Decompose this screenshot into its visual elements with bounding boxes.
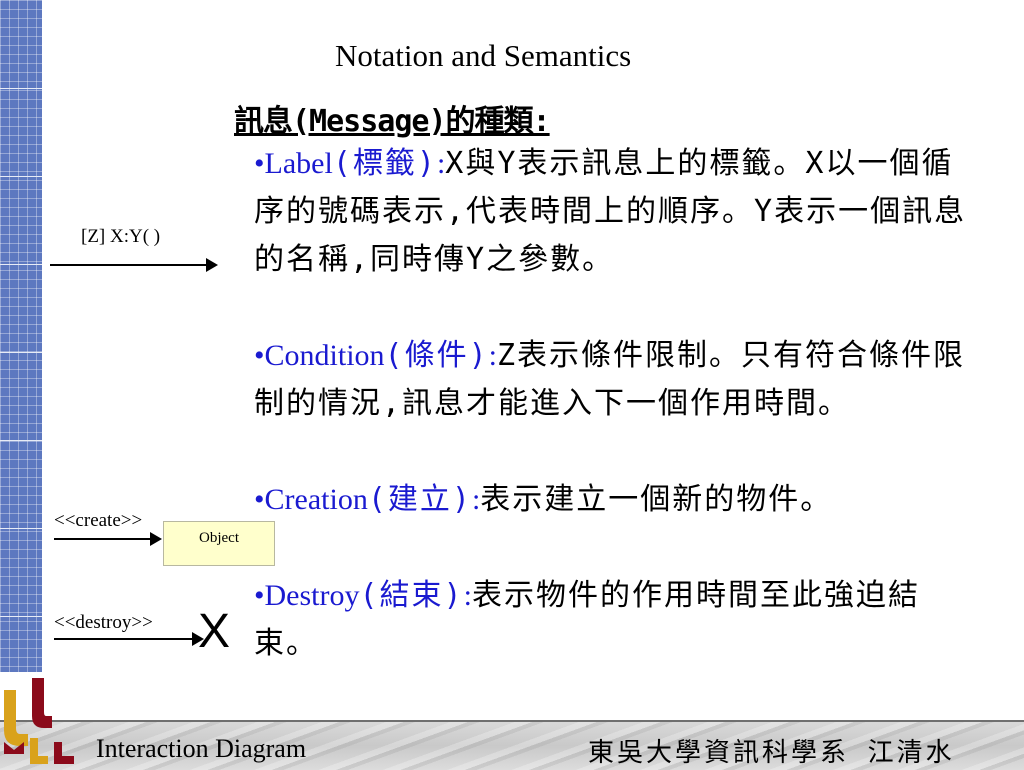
bullet-keyword: Destroy — [264, 579, 360, 612]
logo-m-shape — [4, 742, 24, 754]
bullet-keyword-cn: (建立) — [367, 482, 472, 517]
page-title: Notation and Semantics — [335, 38, 632, 73]
bullet-marker: • — [254, 579, 265, 612]
bullet-marker: • — [254, 339, 265, 372]
bullet-colon: : — [463, 579, 472, 612]
bullet-keyword: Label — [264, 147, 333, 180]
bullet-condition: •Condition(條件):Z表示條件限制。只有符合條件限制的情況,訊息才能進… — [254, 332, 974, 428]
bullet-creation: •Creation(建立):表示建立一個新的物件。 — [254, 476, 974, 524]
bullet-keyword: Condition — [264, 339, 385, 372]
bullet-marker: • — [254, 483, 265, 516]
create-arrow — [54, 532, 162, 546]
bullet-text: 表示建立一個新的物件。 — [480, 482, 833, 517]
bullet-colon: : — [488, 339, 497, 372]
footer-texture — [0, 722, 1024, 770]
logo-u-top — [32, 678, 52, 728]
section-heading: 訊息(Message)的種類: — [234, 104, 551, 139]
message-label: [Z] X:Y( ) — [81, 226, 161, 247]
create-label: <<create>> — [54, 510, 143, 531]
bullet-marker: • — [254, 147, 265, 180]
message-arrow — [50, 258, 218, 272]
destroy-arrow — [54, 632, 204, 646]
decorative-side-strip — [0, 0, 42, 672]
bullet-destroy: •Destroy(結束):表示物件的作用時間至此強迫結束。 — [254, 572, 974, 668]
side-strip-dividers — [0, 0, 42, 672]
footer-department: 東吳大學資訊科學系 江清水 — [588, 738, 955, 768]
bullet-text: 表示物件的作用時間至此強迫結束。 — [254, 578, 920, 661]
bullet-keyword-cn: (條件) — [384, 338, 489, 373]
destroy-x-mark: X — [198, 605, 231, 658]
bullet-keyword-cn: (結束) — [359, 578, 464, 613]
bullet-text: X與Y表示訊息上的標籤。X以一個循序的號碼表示,代表時間上的順序。Y表示一個訊息… — [254, 146, 967, 277]
bullet-label: •Label(標籤):X與Y表示訊息上的標籤。X以一個循序的號碼表示,代表時間上… — [254, 140, 974, 284]
bullet-text: Z表示條件限制。只有符合條件限制的情況,訊息才能進入下一個作用時間。 — [254, 338, 966, 421]
bullet-keyword-cn: (標籤) — [332, 146, 437, 181]
footer-course-title: Interaction Diagram — [96, 734, 307, 763]
bullet-keyword: Creation — [264, 483, 368, 516]
logo-u-shape — [4, 690, 28, 746]
destroy-label: <<destroy>> — [54, 612, 153, 633]
uml-logo-icon — [4, 678, 74, 764]
footer-bar: Interaction Diagram 東吳大學資訊科學系 江清水 — [0, 720, 1024, 770]
bullet-colon: : — [471, 483, 481, 516]
logo-l-shape — [30, 738, 48, 764]
bullet-colon: : — [436, 147, 446, 180]
logo-l-shadow — [54, 742, 74, 764]
object-box: Object — [163, 521, 275, 566]
